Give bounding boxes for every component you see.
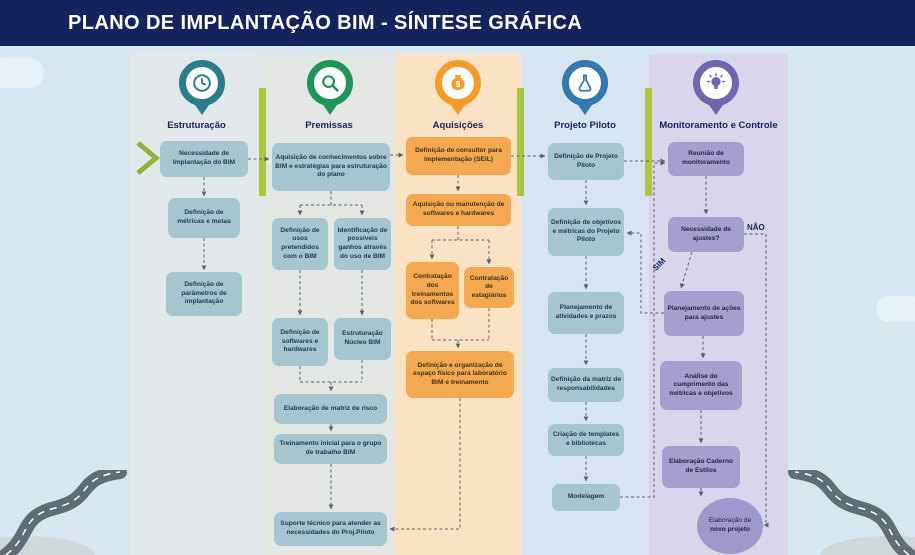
pin-projeto-piloto [561, 60, 609, 115]
cloud-decoration [0, 58, 44, 88]
svg-text:$: $ [456, 80, 461, 89]
node-contratacao-estagiarios: Contratação de estagiários [464, 267, 514, 308]
cloud-decoration [876, 296, 915, 322]
node-templates-bibliotecas: Criação de templates e bibliotecas [548, 424, 624, 456]
node-matriz-responsabilidades: Definição da matriz de responsabilidades [548, 368, 624, 402]
pin-aquisicoes: $ [434, 60, 482, 115]
node-planejamento-atividades: Planejamento de atividades e prazos [548, 292, 624, 334]
node-planejamento-acoes: Planejamento de ações para ajustes [664, 291, 744, 336]
column-title: Aquisições [432, 120, 484, 131]
road-illustration-left [0, 470, 127, 555]
node-treinamento-inicial: Treinamento inicial para o grupo de trab… [274, 434, 387, 464]
clock-icon [193, 74, 211, 92]
money-bag-icon: $ [451, 75, 465, 91]
magnifier-icon [322, 75, 339, 92]
node-aquisicao-conhecimentos: Aquisição de conhecimentos sobre BIM e e… [272, 143, 390, 191]
node-novo-projeto: Elaboração de novo projeto [697, 498, 763, 554]
label-nao: NÃO [747, 223, 765, 232]
node-metricas-metas: Definição de métricas e metas [168, 198, 240, 238]
page-title: PLANO DE IMPLANTAÇÃO BIM - SÍNTESE GRÁFI… [68, 11, 583, 34]
lightbulb-icon [707, 73, 725, 90]
node-nucleo-bim: Estruturação Núcleo BIM [334, 318, 391, 360]
column-title: Projeto Piloto [554, 120, 616, 131]
node-reuniao-monitoramento: Reunião de monitoramento [668, 142, 744, 176]
column-divider [259, 88, 266, 196]
node-objetivos-metricas-piloto: Definição de objetivos e métricas do Pro… [548, 208, 624, 256]
node-consultor-seil: Definição de consultor para implementaçã… [406, 137, 511, 175]
node-softwares-hardwares: Definição de softwares e hardwares [272, 318, 328, 366]
node-matriz-risco: Elaboração de matriz de risco [274, 394, 387, 424]
node-definicao-projeto-piloto: Definição de Projeto Piloto [548, 143, 624, 180]
column-title: Monitoramento e Controle [659, 120, 778, 131]
node-modelagem: Modelagem [552, 484, 620, 511]
pin-premissas [306, 60, 354, 115]
node-contratacao-treinamentos: Contratação dos treinamentos dos softwar… [406, 262, 459, 319]
column-divider [645, 88, 652, 196]
column-title: Estruturação [167, 120, 226, 131]
final-node-line1: Elaboração de [708, 517, 752, 525]
node-necessidade-ajustes: Necessidade de ajustes? [668, 217, 744, 252]
pin-estruturacao [178, 60, 226, 115]
pin-monitoramento [692, 60, 740, 115]
column-premissas [263, 54, 395, 555]
final-node-line2: novo projeto [710, 526, 750, 533]
node-suporte-tecnico: Suporte técnico para atender as necessid… [274, 512, 387, 546]
header-bar: PLANO DE IMPLANTAÇÃO BIM - SÍNTESE GRÁFI… [0, 0, 915, 46]
column-title: Premissas [305, 120, 353, 131]
node-analise-cumprimento: Análise do cumprimento das métricas e ob… [660, 361, 742, 410]
node-usos-pretendidos: Definição de usos pretendidos com o BIM [272, 218, 328, 270]
node-aquisicao-softwares: Aquisição ou manutenção de softwares e h… [406, 194, 511, 226]
node-necessidade-implantacao-bim: Necessidade de Implantação do BIM [160, 141, 248, 177]
node-parametros-implantacao: Definição de parâmetros de implantação [166, 272, 242, 316]
node-caderno-estilos: Elaboração Caderno de Estilos [662, 446, 740, 488]
column-divider [517, 88, 524, 196]
node-identificacao-ganhos: Identificação de possíveis ganhos atravé… [334, 218, 391, 270]
road-illustration-right [788, 470, 915, 555]
node-espaco-fisico: Definição e organização de espaço físico… [406, 351, 514, 398]
flask-icon [578, 74, 592, 92]
